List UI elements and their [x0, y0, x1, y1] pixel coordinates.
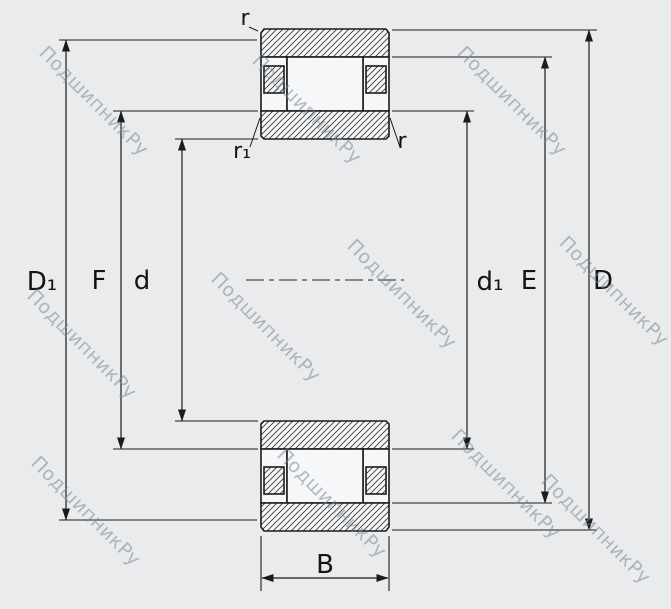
inner-ring-bottom	[260, 420, 390, 450]
label-D1: D₁	[27, 267, 57, 297]
dim-d1	[392, 110, 474, 450]
leader-r-right	[389, 117, 401, 148]
cage-right-top	[365, 65, 387, 94]
label-E: E	[521, 266, 537, 296]
dim-B	[260, 536, 390, 591]
leader-r-top	[248, 26, 259, 32]
bearing-bottom-half	[260, 420, 390, 532]
label-r-top: r	[240, 6, 250, 31]
cage-right-bottom	[365, 466, 387, 495]
label-r-right: r	[397, 129, 407, 154]
leader-r1	[249, 117, 261, 148]
label-F: F	[92, 266, 107, 296]
cage-left-bottom	[263, 466, 285, 495]
dim-D1	[59, 39, 257, 521]
dim-F	[113, 110, 258, 450]
roller-bottom	[286, 448, 364, 504]
label-D: D	[593, 266, 613, 296]
bearing-top-half	[260, 28, 390, 140]
label-B: B	[316, 550, 334, 580]
label-d1: d₁	[477, 267, 504, 297]
label-r1: r₁	[233, 139, 251, 164]
roller-top	[286, 56, 364, 112]
dim-d	[175, 138, 258, 422]
outer-ring-bottom	[260, 502, 390, 532]
label-d: d	[134, 266, 151, 296]
outer-ring-top	[260, 28, 390, 58]
cage-left-top	[263, 65, 285, 94]
radius-leaders	[248, 26, 401, 148]
dim-E	[392, 56, 552, 504]
dim-D	[392, 29, 597, 531]
inner-ring-top	[260, 110, 390, 140]
